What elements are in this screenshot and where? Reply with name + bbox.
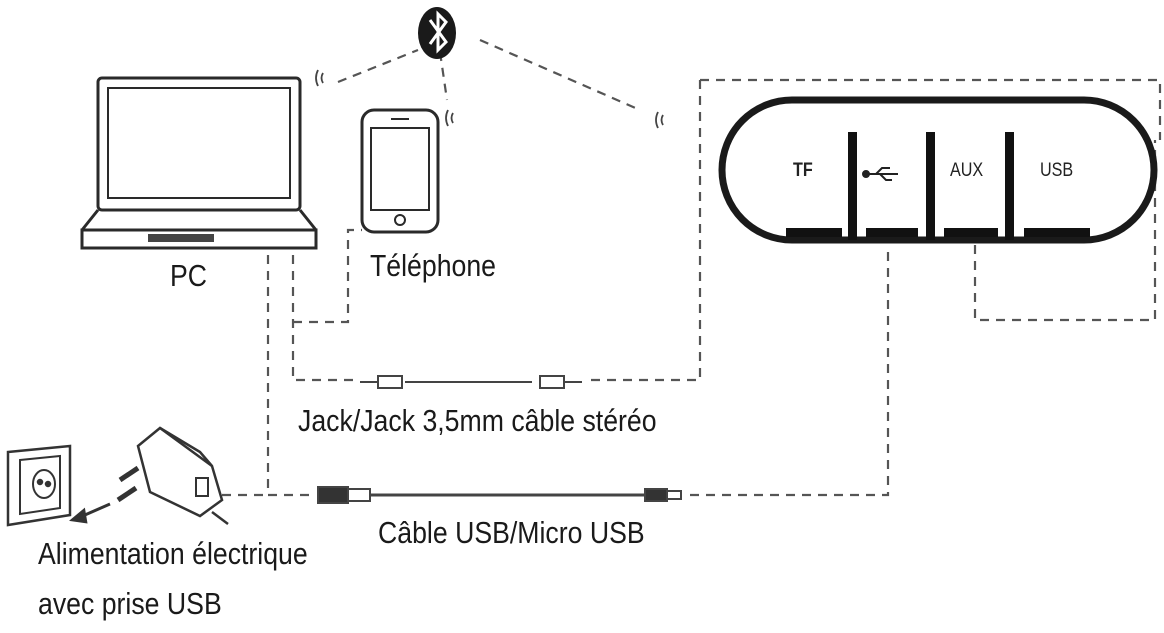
power-supply-label-line1: Alimentation électrique xyxy=(38,536,308,571)
aux-slot xyxy=(944,228,998,237)
tf-slot xyxy=(786,228,842,237)
micro-usb-plug xyxy=(644,488,668,502)
speaker-device xyxy=(718,96,1158,244)
speaker-frame-top xyxy=(700,78,1162,140)
smartphone-icon xyxy=(360,108,440,234)
laptop-icon xyxy=(80,76,318,250)
micro-usb-slot xyxy=(866,228,918,237)
wireless-signal-icons xyxy=(315,69,664,129)
power-supply-label-line2: avec prise USB xyxy=(38,586,222,621)
speaker-divider-3 xyxy=(1005,132,1014,240)
jack-cable xyxy=(360,375,582,389)
pc-usb-route xyxy=(266,255,310,497)
usb-slot xyxy=(1024,228,1090,237)
bluetooth-icon xyxy=(418,7,456,59)
bt-link-pc xyxy=(337,48,419,84)
aux-route xyxy=(585,80,702,382)
micro-usb-head xyxy=(666,490,682,500)
bt-link-phone xyxy=(438,51,449,101)
usb-power-adapter-icon xyxy=(116,426,229,525)
usb-cable xyxy=(317,486,682,504)
speaker-divider-2 xyxy=(926,132,935,240)
pc-jack-route xyxy=(291,255,355,382)
pc-phone-route xyxy=(293,228,362,324)
jack-plug-left xyxy=(377,375,403,389)
jack-plug-right xyxy=(539,375,565,389)
aux-port-label: AUX xyxy=(950,160,984,181)
speaker-divider-1 xyxy=(848,132,857,240)
jack-cable-label: Jack/Jack 3,5mm câble stéréo xyxy=(298,403,657,438)
usb-a-head xyxy=(347,488,371,502)
usb-port-label: USB xyxy=(1040,160,1074,181)
speaker-frame-bottom xyxy=(973,140,1157,322)
bt-link-speaker xyxy=(479,38,641,112)
micro-usb-route xyxy=(690,245,890,497)
wall-outlet-icon xyxy=(6,444,111,527)
phone-label: Téléphone xyxy=(370,248,497,283)
usb-cable-label: Câble USB/Micro USB xyxy=(378,515,645,550)
usb-symbol-icon xyxy=(862,167,898,181)
tf-port-label: TF xyxy=(793,160,813,181)
dashed-connections xyxy=(222,38,1162,497)
usb-a-plug xyxy=(317,486,349,504)
pc-label: PC xyxy=(170,258,208,293)
